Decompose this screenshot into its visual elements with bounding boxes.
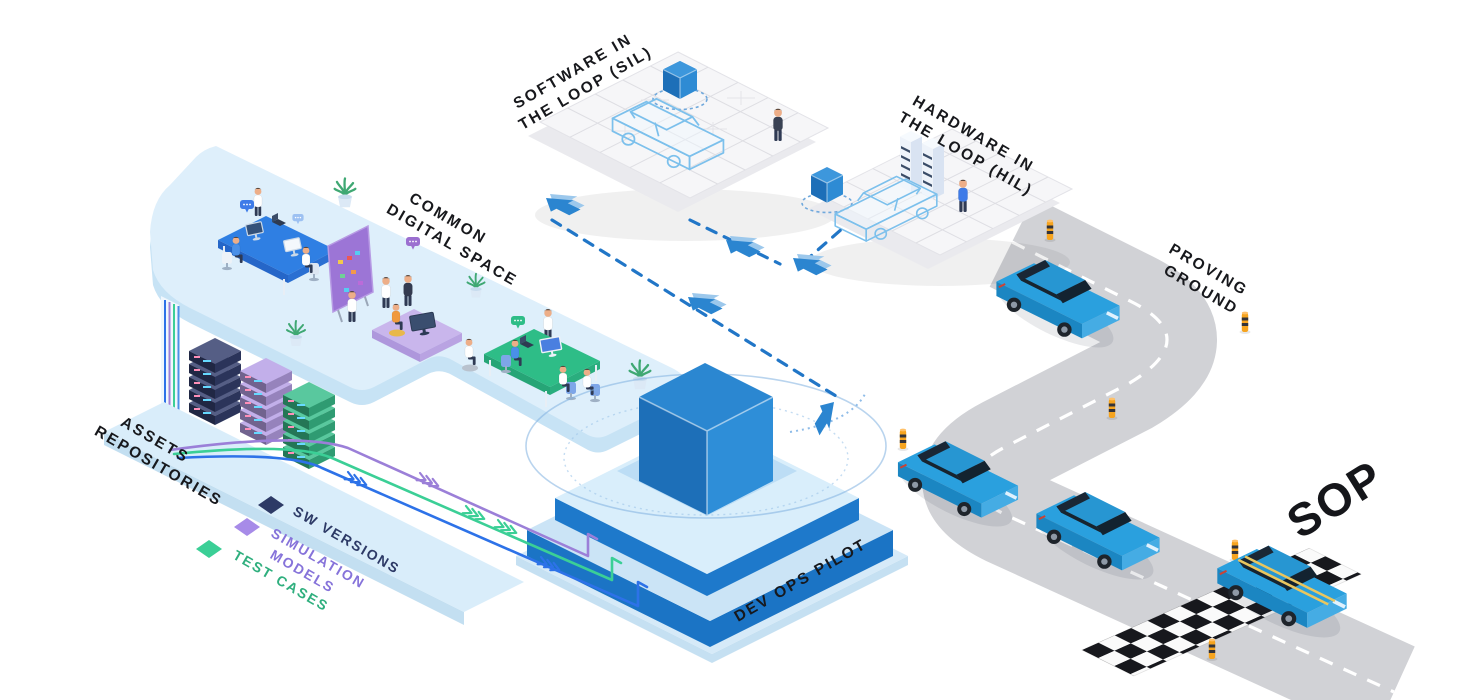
label-sop: SOP	[1278, 450, 1393, 549]
dashed-link-sil-hil-a	[688, 218, 782, 266]
bollard-icon	[897, 428, 909, 451]
monitor	[409, 311, 436, 336]
hil-platform	[801, 128, 1074, 286]
sil-shadow	[535, 189, 835, 241]
sop-label: SOP	[1278, 450, 1393, 549]
sop-car	[1208, 544, 1351, 653]
monitor	[539, 335, 563, 357]
road-vehicles	[889, 219, 1351, 661]
plant-icon	[333, 177, 357, 209]
server-stack-sw-versions	[189, 338, 241, 425]
legend-swatch-simulation-models	[234, 518, 260, 536]
base-shelf-side	[104, 432, 464, 625]
road-centerline	[970, 240, 1395, 694]
laptop-icon	[272, 213, 286, 226]
pouf	[462, 364, 478, 372]
monitor	[245, 221, 264, 241]
chair	[222, 252, 232, 271]
bollard-icon	[1239, 311, 1251, 334]
legend-swatch-sw-versions	[258, 496, 284, 514]
devops-cube-icon	[638, 363, 774, 515]
devops-platform	[516, 363, 908, 663]
asset-flow-lines	[168, 439, 649, 608]
whiteboard	[327, 224, 374, 314]
flow-line-simulation	[168, 439, 599, 558]
arrow-icon	[813, 400, 834, 437]
orbit-dotted-arc	[789, 391, 867, 433]
whiteboard-group	[327, 224, 374, 323]
dashed-link-sil-devops	[550, 218, 838, 398]
blue-desk-team	[218, 187, 336, 295]
flow-line-sw	[176, 455, 649, 608]
base-shelf	[104, 402, 524, 612]
legend-swatch-test-cases	[196, 540, 222, 558]
chair	[501, 355, 511, 374]
sil-platform	[528, 51, 835, 241]
loop-connectors	[546, 194, 845, 437]
pouf	[389, 329, 405, 337]
sticky-notes	[338, 251, 363, 292]
flow-line-test	[172, 447, 623, 582]
laptop-icon	[520, 335, 534, 348]
purple-table-group	[372, 237, 462, 362]
monitor	[283, 237, 302, 257]
orbit-ring-dotted	[563, 400, 849, 516]
hil-sheet	[818, 128, 1074, 256]
green-desk-team	[462, 308, 600, 407]
common-digital-space-platform	[104, 146, 688, 625]
